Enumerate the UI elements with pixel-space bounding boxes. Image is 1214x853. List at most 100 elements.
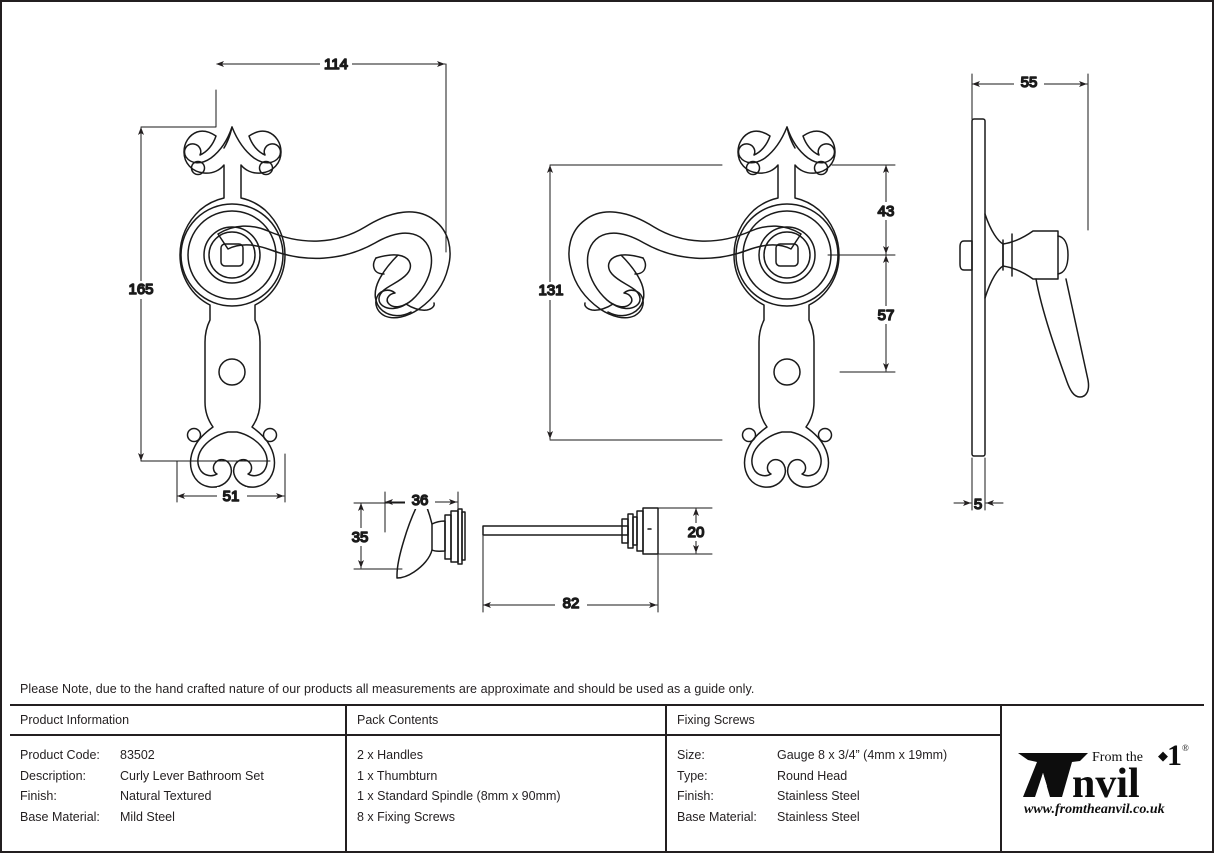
row-label: Description: [20, 768, 86, 783]
lever-curl-hook-m [634, 257, 647, 275]
spindle-head [642, 507, 659, 555]
lever-handle-front-view [179, 126, 451, 488]
spindle-square-hole [220, 243, 244, 267]
spindle-collar-1 [621, 518, 629, 544]
logo-one-glyph: 1 [1167, 739, 1182, 772]
row-label: Finish: [677, 789, 714, 803]
row-value: Round Head [777, 768, 848, 783]
label-mask-82 [555, 594, 587, 612]
brand-logo: From the ◆ 1 ® nvil www.fromtheanvil.co.… [1010, 739, 1196, 819]
label-mask-43 [870, 202, 902, 220]
anvil-logo-svg: From the ◆ 1 ® nvil www.fromtheanvil.co.… [1018, 739, 1189, 817]
column-brand-logo: From the ◆ 1 ® nvil www.fromtheanvil.co.… [1002, 706, 1204, 851]
column-fixing-screws: Fixing Screws Size: Gauge 8 x 3/4” (4mm … [667, 706, 1002, 851]
right-dimension-set [953, 73, 1089, 511]
centre-hole-m [773, 358, 801, 386]
list-item: 8 x Fixing Screws [357, 809, 455, 824]
rose-inner-ring [187, 210, 277, 300]
lever-inner-curl-m [607, 254, 644, 310]
spindle-boss-outer [203, 226, 261, 284]
logo-website-text: www.fromtheanvil.co.uk [1024, 802, 1165, 817]
column-header-fixing-screws: Fixing Screws [667, 706, 1000, 736]
spindle-dimension-set [482, 507, 713, 613]
anvil-icon [1018, 752, 1088, 797]
lever-inner-curl [375, 254, 412, 310]
backplate-outline-mirrored [733, 126, 840, 488]
table-row: Description: Curly Lever Bathroom Set [20, 766, 345, 787]
row-label: Type: [677, 768, 708, 783]
dim-label-5: 5 [974, 496, 982, 513]
lever-body-m [568, 211, 802, 319]
logo-cell: From the ◆ 1 ® nvil www.fromtheanvil.co.… [1002, 706, 1204, 851]
dim-label-114-top: 114 [324, 56, 348, 73]
dim-label-82: 82 [563, 595, 580, 612]
label-mask-35 [345, 528, 375, 546]
table-row: Finish: Natural Textured [20, 786, 345, 807]
fixing-hole-top-right [258, 160, 274, 176]
knob-body [1002, 230, 1059, 280]
table-row: Size: Gauge 8 x 3/4” (4mm x 19mm) [677, 745, 1000, 766]
knob-cap [1057, 235, 1069, 275]
lever-tail-curve-m [607, 254, 645, 317]
logo-anvil-wordmark: nvil [1072, 761, 1140, 807]
note-row: Please Note, due to the hand crafted nat… [10, 674, 1204, 706]
label-mask-51 [217, 487, 247, 505]
table-row: Type: Round Head [677, 766, 1000, 787]
thumbturn-view [396, 495, 466, 579]
drawing-svg: 114 165 51 114 165 51 [126, 55, 1090, 613]
dim-label-55: 55 [1021, 74, 1038, 91]
ext-line-114-left [140, 89, 217, 128]
dim-label-131: 131 [538, 282, 563, 299]
lever-curl-hook [372, 257, 385, 275]
row-value: Stainless Steel [777, 809, 860, 824]
rose-outer-ring [180, 203, 284, 307]
row-value: Gauge 8 x 3/4” (4mm x 19mm) [777, 748, 948, 762]
label-mask-165 [126, 281, 158, 299]
row-value: Curly Lever Bathroom Set [120, 768, 264, 783]
row-label: Product Code: [20, 748, 100, 762]
spindle-collar-4 [636, 510, 644, 552]
label-mask-131 [535, 282, 567, 300]
row-label: Base Material: [677, 809, 757, 824]
column-header-product-information: Product Information [10, 706, 345, 736]
technical-drawing-area: 114 165 51 114 165 51 [2, 2, 1212, 674]
row-label: Size: [677, 748, 705, 762]
turn-collar-4 [461, 511, 466, 561]
column-body-product-information: Product Code: 83502 Description: Curly L… [10, 736, 345, 827]
turn-collar-2 [450, 510, 459, 563]
table-row: Product Code: 83502 [20, 745, 345, 766]
table-row: Base Material: Stainless Steel [677, 807, 1000, 828]
logo-diamond-icon: ◆ [1158, 748, 1168, 763]
logo-from-the-text: From the [1092, 750, 1143, 765]
centre-hole [218, 358, 246, 386]
dim-label-20: 20 [688, 524, 705, 541]
label-mask-57 [870, 306, 902, 324]
backplate-outline [179, 126, 286, 488]
spindle-boss-inner [208, 231, 256, 279]
spindle-boss-inner-m [763, 231, 811, 279]
fixing-hole-bottom-right-m [741, 427, 757, 443]
fixing-hole-top-left [190, 160, 206, 176]
table-columns: Product Information Product Code: 83502 … [10, 706, 1204, 851]
lever-handle-mirrored-view [568, 126, 840, 488]
list-item: 2 x Handles [357, 748, 424, 762]
row-label: Base Material: [20, 809, 100, 824]
neck-flare [984, 213, 1004, 299]
column-body-fixing-screws: Size: Gauge 8 x 3/4” (4mm x 19mm) Type: … [667, 736, 1000, 827]
lever-tail-curve [374, 254, 412, 317]
column-body-pack-contents: 2 x Handles 1 x Thumbturn 1 x Standard S… [347, 736, 665, 827]
lever-taper-arm [1035, 278, 1090, 398]
fixing-hole-bottom-right [262, 427, 278, 443]
column-header-pack-contents: Pack Contents [347, 706, 665, 736]
label-mask-55 [1014, 73, 1044, 91]
fixing-hole-bottom-left-m [817, 427, 833, 443]
row-label: Finish: [20, 789, 57, 803]
row-value: Stainless Steel [777, 789, 860, 803]
spindle-view [482, 507, 659, 555]
fleur-tip-mirrored [786, 126, 796, 149]
spindle-bar [482, 525, 629, 536]
dim-label-57: 57 [878, 307, 895, 324]
dim-label-51-top: 51 [223, 488, 240, 505]
plate-edge [971, 118, 986, 457]
fixing-hole-top-left-m [813, 160, 829, 176]
